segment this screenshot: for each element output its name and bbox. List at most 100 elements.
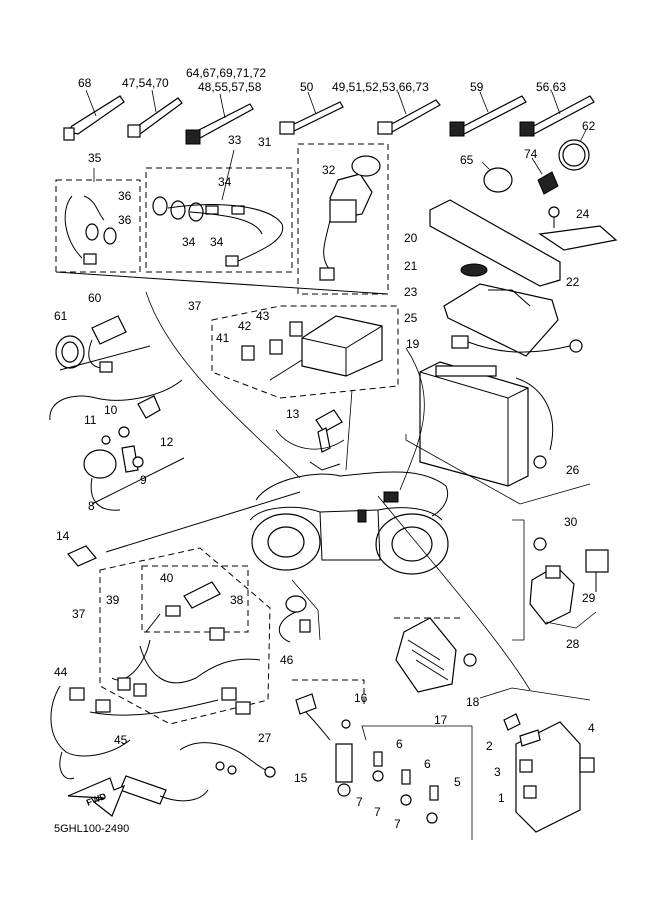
- diagram-code: 5GHL100-2490: [54, 823, 129, 835]
- callout-42: 42: [238, 319, 252, 333]
- clamp-74: [537, 171, 559, 195]
- callout-56-63: 56,63: [536, 80, 566, 94]
- battery-box-group: [429, 199, 618, 357]
- callout-16: 16: [354, 691, 368, 705]
- cable-ties-row: [63, 89, 595, 145]
- relay-assembly-37: [211, 305, 399, 399]
- callout-14: 14: [56, 529, 70, 543]
- group-35-box: [55, 179, 141, 273]
- callout-68: 68: [78, 76, 92, 90]
- left-components: [49, 315, 301, 567]
- bolt-18: [463, 653, 477, 667]
- cable-tie-64: [194, 103, 254, 139]
- callout-50: 50: [300, 80, 314, 94]
- callout-5: 5: [454, 775, 461, 789]
- callout-18: 18: [466, 695, 480, 709]
- battery-lead-26: [533, 455, 547, 469]
- bolt-2: [503, 713, 521, 731]
- callout-61: 61: [54, 309, 68, 323]
- senders: [361, 725, 473, 840]
- callout-7a: 7: [356, 795, 363, 809]
- callout-34b: 34: [182, 235, 196, 249]
- relay-28: [512, 519, 609, 641]
- callout-37a: 37: [188, 299, 202, 313]
- cable-tie-49: [387, 99, 441, 133]
- callout-35: 35: [88, 151, 102, 165]
- callout-31: 31: [258, 135, 272, 149]
- callout-7b: 7: [374, 805, 381, 819]
- sensor-14: [67, 545, 97, 567]
- callout-9: 9: [140, 473, 147, 487]
- callout-36b: 36: [118, 213, 132, 227]
- washer-11: [101, 435, 111, 445]
- callout-49-group: 49,51,52,53,66,73: [332, 80, 429, 94]
- callout-4: 4: [588, 721, 595, 735]
- callout-37b: 37: [72, 607, 86, 621]
- callout-40: 40: [160, 571, 174, 585]
- callout-7c: 7: [394, 817, 401, 831]
- battery-cover-23: [443, 283, 559, 357]
- bolt-30: [533, 537, 547, 551]
- callout-26: 26: [566, 463, 580, 477]
- callout-22: 22: [566, 275, 580, 289]
- connector-4: [579, 757, 595, 773]
- callout-17: 17: [434, 713, 448, 727]
- callout-36a: 36: [118, 189, 132, 203]
- cable-tie-68-head: [63, 127, 75, 141]
- group-37b-box: [99, 547, 271, 725]
- callout-48-group: 48,55,57,58: [198, 80, 262, 94]
- callout-34c: 34: [210, 235, 224, 249]
- callout-6a: 6: [396, 737, 403, 751]
- cable-tie-59: [459, 95, 527, 135]
- harness-groups: [55, 143, 389, 295]
- callout-33: 33: [228, 133, 242, 147]
- callout-8: 8: [88, 499, 95, 513]
- callout-32: 32: [322, 163, 336, 177]
- callout-59: 59: [470, 80, 484, 94]
- fuse-29: [585, 549, 609, 573]
- spark-plug-13: [275, 409, 345, 453]
- bracket-22: [538, 225, 618, 251]
- callout-11: 11: [84, 413, 97, 427]
- sub-harness-44-27: [50, 685, 276, 817]
- battery-19: [405, 361, 591, 505]
- bolt-9: [132, 456, 144, 468]
- callout-3: 3: [494, 765, 501, 779]
- callout-6b: 6: [424, 757, 431, 771]
- fwd-arrow: [67, 777, 126, 817]
- switch-46: [279, 579, 321, 643]
- callout-46: 46: [280, 653, 294, 667]
- callout-10: 10: [104, 403, 118, 417]
- bolt-10: [118, 426, 130, 438]
- callout-60: 60: [88, 291, 102, 305]
- wire-harness-group-37: [99, 547, 271, 725]
- callout-28: 28: [566, 637, 580, 651]
- rectifier-60: [91, 315, 127, 345]
- callout-12: 12: [160, 435, 174, 449]
- bolt-24: [548, 206, 560, 218]
- battery-band-20: [429, 199, 561, 287]
- callout-13: 13: [286, 407, 300, 421]
- callout-21: 21: [404, 259, 418, 273]
- callout-15: 15: [294, 771, 308, 785]
- sensor-15: [292, 679, 365, 797]
- o-ring-65: [483, 167, 513, 193]
- callout-2: 2: [486, 739, 493, 753]
- cdi-unit-1: [377, 495, 595, 833]
- callout-23: 23: [404, 285, 418, 299]
- callout-19: 19: [406, 337, 420, 351]
- starter-relay-8: [83, 449, 117, 479]
- callout-44: 44: [54, 665, 68, 679]
- cap-12: [137, 395, 161, 419]
- callout-38: 38: [230, 593, 244, 607]
- callout-39: 39: [106, 593, 120, 607]
- callout-47-54-70: 47,54,70: [122, 76, 169, 90]
- bolt-16: [341, 719, 351, 729]
- grommet-21: [460, 263, 488, 277]
- callout-45: 45: [114, 733, 128, 747]
- cable-tie-50: [289, 101, 344, 132]
- callout-29: 29: [582, 591, 596, 605]
- callout-25: 25: [404, 311, 418, 325]
